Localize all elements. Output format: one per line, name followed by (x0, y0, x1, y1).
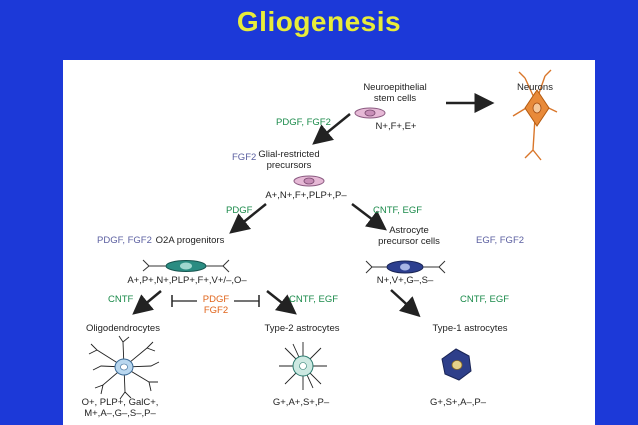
neurons-label: Neurons (517, 82, 553, 93)
arrow-stem-to-glial (312, 113, 351, 145)
glial-precursor-markers: A+,N+,F+,PLP+,P– (265, 190, 347, 201)
oligodendrocytes-label: Oligodendrocytes (86, 323, 160, 334)
diagram-graphics (88, 69, 558, 400)
factor-pdgf-mid: PDGF (226, 205, 253, 216)
inhibition-line (171, 295, 260, 307)
factor-cntf-left: CNTF (108, 294, 134, 305)
type2-astrocytes-label: Type-2 astrocytes (264, 323, 340, 334)
astrocyte-precursor-icon (365, 260, 446, 274)
neuron-icon (512, 69, 558, 161)
glial-precursor-label: Glial-restricted precursors (258, 149, 320, 171)
stem-cells-markers: N+,F+,E+ (375, 121, 417, 132)
type1-astrocytes-label: Type-1 astrocytes (432, 323, 508, 334)
type2-astrocyte-icon (279, 342, 327, 390)
arrow-o2a-to-type2 (266, 290, 297, 315)
factor-pdgf-fgf2-inhibit: PDGF FGF2 (202, 294, 230, 316)
oligodendrocytes-markers: O+, PLP+, GalC+, M+,A–,G–,S–,P– (81, 397, 159, 419)
factor-egf-fgf2-right: EGF, FGF2 (476, 235, 525, 246)
glial-precursor-icon (293, 175, 325, 187)
arrow-o2a-to-oligo (132, 290, 162, 315)
arrow-glial-to-o2a (229, 203, 267, 234)
astrocyte-precursor-label: Astrocyte precursor cells (378, 225, 440, 247)
factor-pdgf-fgf2-left: PDGF, FGF2 (97, 235, 152, 246)
factor-fgf2-left: FGF2 (232, 152, 257, 163)
factor-cntf-egf-mid: CNTF, EGF (373, 205, 423, 216)
astrocyte-precursor-markers: N+,V+,G–,S– (376, 275, 434, 286)
type2-astrocytes-markers: G+,A+,S+,P– (272, 397, 330, 408)
slide-title: Gliogenesis (236, 6, 402, 37)
o2a-markers: A+,P+,N+,PLP+,F+,V+/–,O– (127, 275, 247, 286)
arrow-astro-to-type1 (390, 289, 421, 318)
oligodendrocyte-icon (88, 335, 160, 400)
diagram-panel: Neuroepithelial stem cells N+,F+,E+ Neur… (63, 60, 595, 425)
o2a-label: O2A progenitors (155, 235, 225, 246)
stem-cell-icon (354, 107, 386, 119)
factor-pdgf-fgf2-top: PDGF, FGF2 (276, 117, 331, 128)
factor-cntf-egf-type2: CNTF, EGF (289, 294, 339, 305)
factor-cntf-egf-type1: CNTF, EGF (460, 294, 510, 305)
stem-cells-label: Neuroepithelial stem cells (363, 82, 427, 104)
type1-astrocyte-icon (441, 348, 472, 381)
arrow-glial-to-astro (351, 203, 387, 231)
type1-astrocytes-markers: G+,S+,A–,P– (430, 397, 486, 408)
o2a-progenitor-icon (142, 259, 230, 273)
